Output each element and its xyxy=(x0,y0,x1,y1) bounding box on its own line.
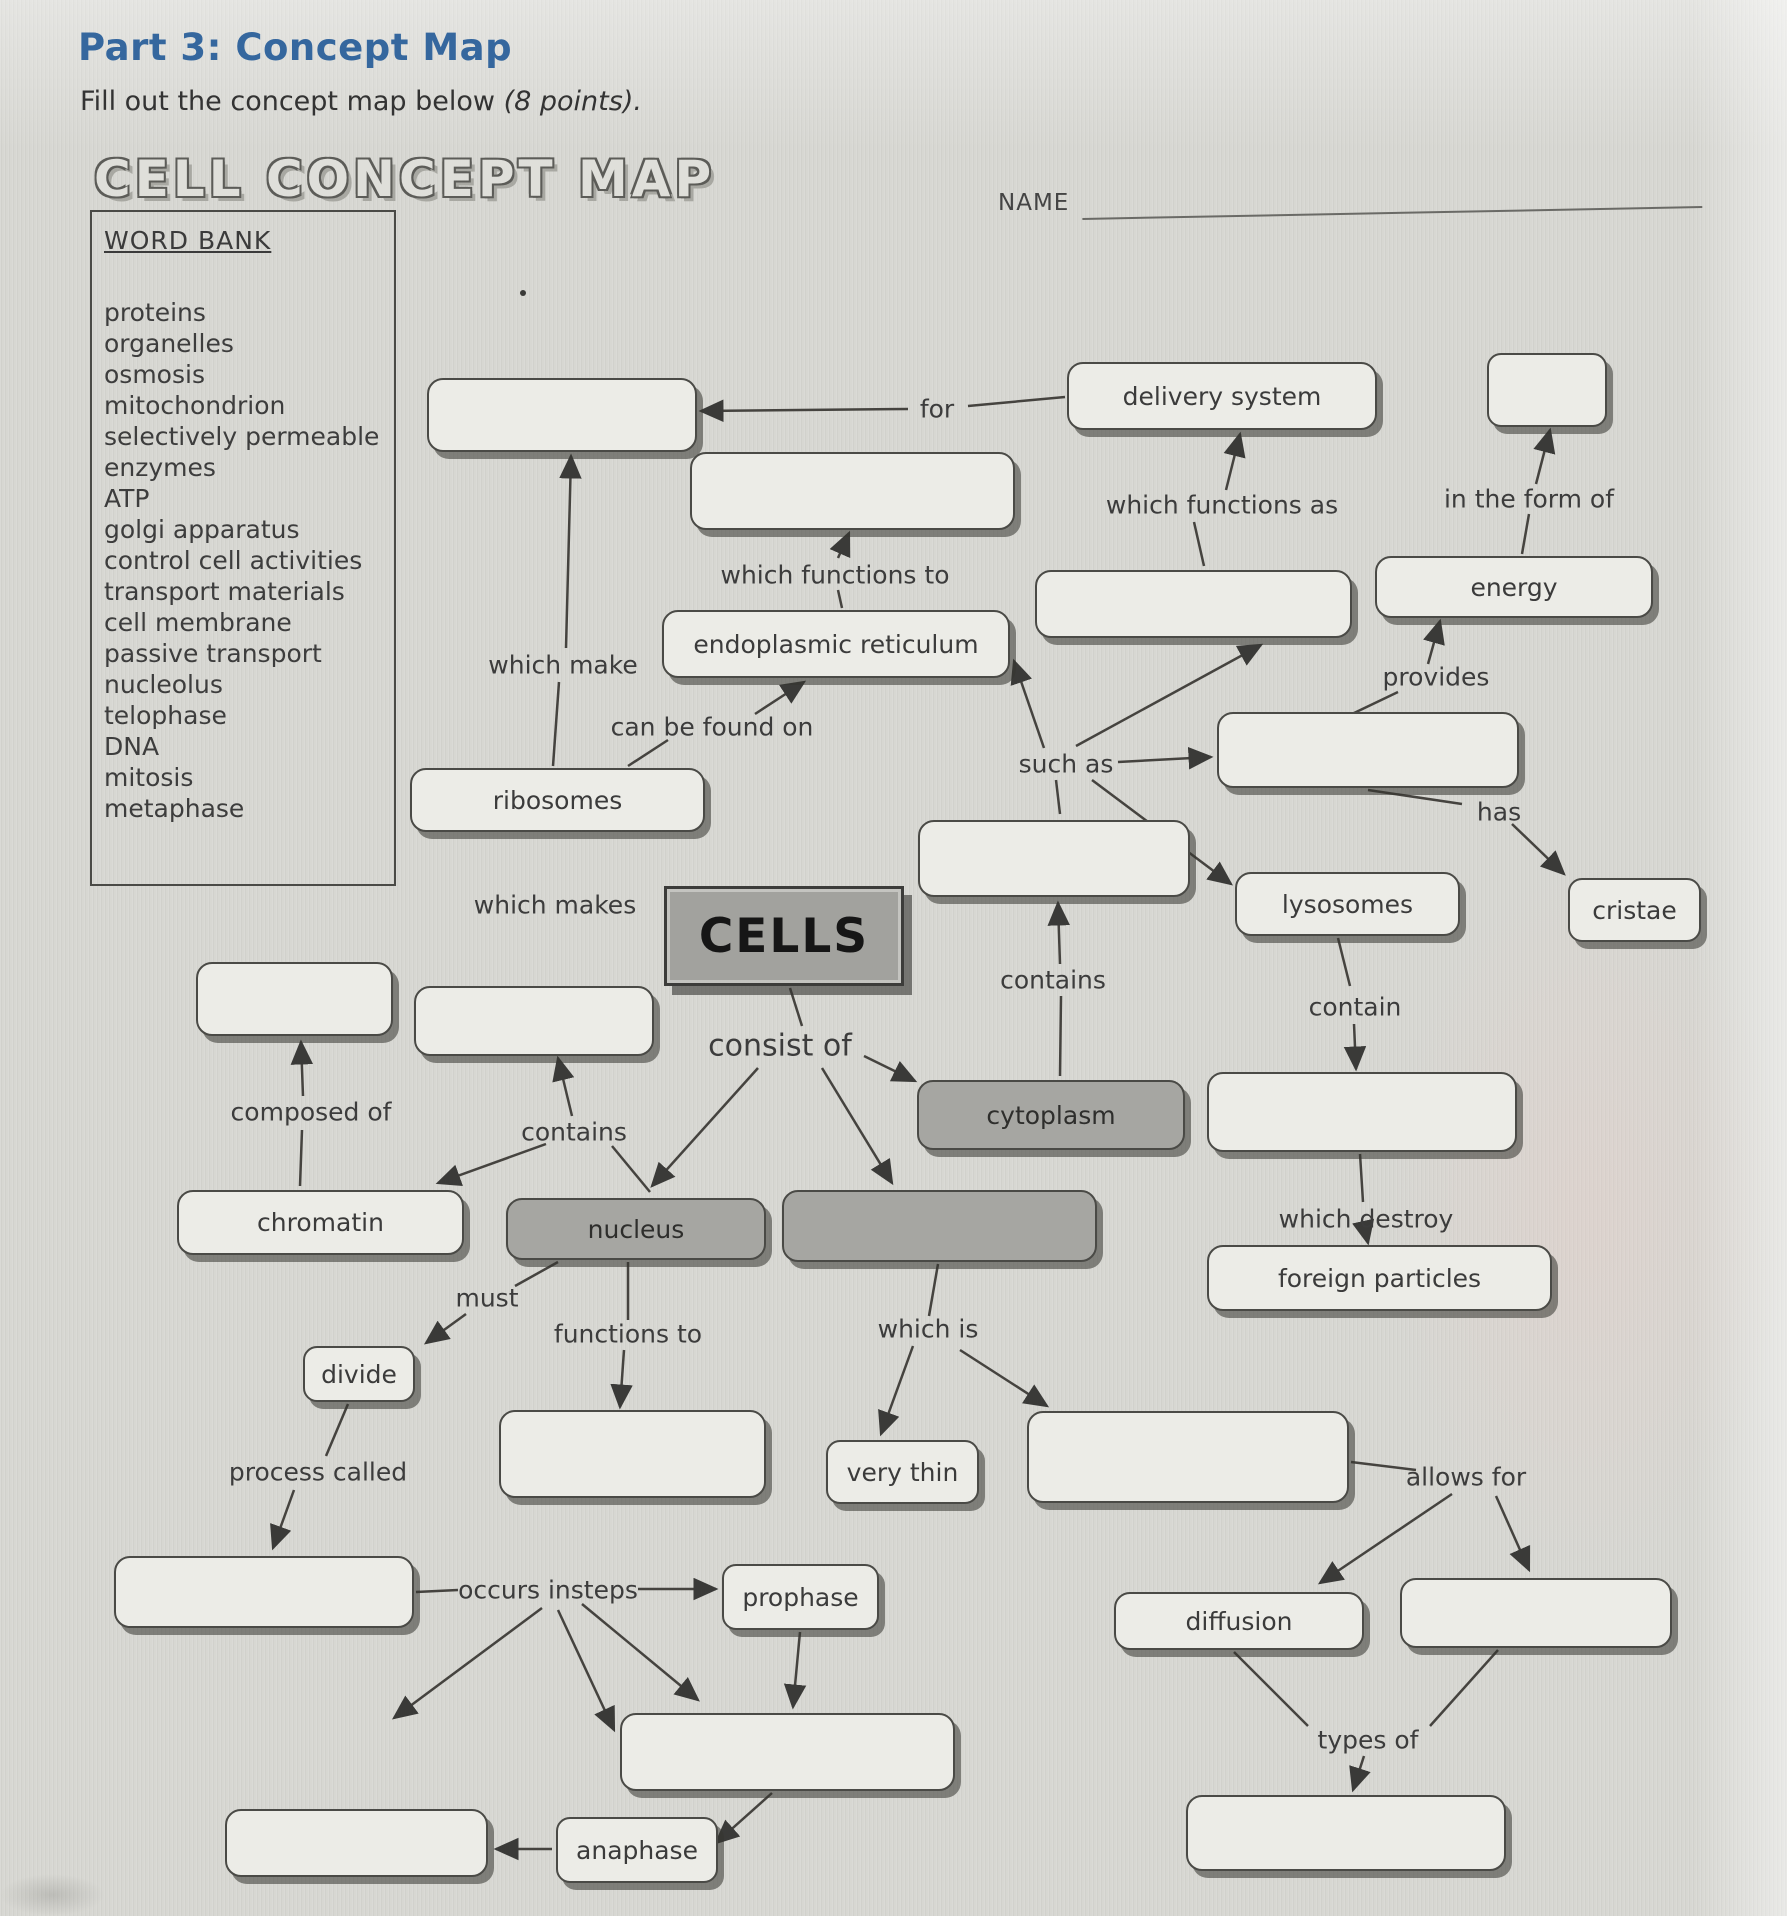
edge-label-contains-center: contains xyxy=(1000,965,1106,995)
word-bank-title: WORD BANK xyxy=(104,226,272,255)
node-divide: divide xyxy=(303,1346,415,1402)
blank-box-control-activities-slot[interactable] xyxy=(499,1410,766,1498)
edge-label-must: must xyxy=(455,1283,519,1313)
edge-label-such-as: such as xyxy=(1018,749,1114,779)
background-shading xyxy=(0,0,1787,150)
word-bank-item: enzymes xyxy=(104,453,216,482)
edge-label-has: has xyxy=(1476,797,1522,827)
node-chromatin: chromatin xyxy=(177,1190,464,1255)
background-shading xyxy=(1387,866,1787,1566)
instructions-main: Fill out the concept map below xyxy=(80,86,504,117)
node-energy: energy xyxy=(1375,556,1653,618)
blank-box-er-function-slot[interactable] xyxy=(690,452,1015,530)
node-nucleus: nucleus xyxy=(506,1198,766,1260)
node-prophase: prophase xyxy=(722,1564,879,1630)
points-value: (8 points). xyxy=(503,86,642,117)
edge-label-types-of: types of xyxy=(1317,1725,1419,1755)
node-cytoplasm: cytoplasm xyxy=(917,1080,1185,1150)
edge-label-process-called: process called xyxy=(228,1457,408,1487)
edge-label-contain: contain xyxy=(1308,992,1402,1022)
word-bank: WORD BANK proteins organelles osmosis mi… xyxy=(90,210,396,886)
edge-label-which-make: which make xyxy=(488,650,638,680)
edge-label-for: for xyxy=(919,394,955,424)
node-endoplasmic-reticulum: endoplasmic reticulum xyxy=(662,610,1010,678)
blank-box-osmosis-slot[interactable] xyxy=(1400,1578,1672,1648)
edge-label-composed-of: composed of xyxy=(230,1097,392,1127)
word-bank-item: telophase xyxy=(104,701,227,730)
node-cristae: cristae xyxy=(1568,878,1701,942)
node-lysosomes: lysosomes xyxy=(1235,872,1460,936)
name-label: NAME xyxy=(998,190,1070,216)
blank-box-passive-transport-slot[interactable] xyxy=(1186,1795,1506,1871)
node-very-thin: very thin xyxy=(826,1440,979,1504)
word-bank-item: passive transport xyxy=(104,639,322,668)
edge-label-consist-of: consist of xyxy=(708,1028,852,1064)
edge-label-allows-for: allows for xyxy=(1405,1462,1527,1492)
blank-box-nucleolus-slot[interactable] xyxy=(414,986,654,1056)
word-bank-item: osmosis xyxy=(104,360,205,389)
node-diffusion: diffusion xyxy=(1114,1592,1364,1650)
word-bank-item: DNA xyxy=(104,732,160,761)
node-cells: CELLS xyxy=(664,886,904,986)
map-title: CELL CONCEPT MAP xyxy=(94,150,716,208)
word-bank-list: proteins organelles osmosis mitochondrio… xyxy=(104,297,394,824)
instructions-text: Fill out the concept map below (8 points… xyxy=(80,86,642,117)
edge-label-which-destroy: which destroy xyxy=(1278,1204,1454,1234)
edge-label-which-functions-to: which functions to xyxy=(720,560,950,590)
stray-mark xyxy=(520,290,526,296)
word-bank-item: proteins xyxy=(104,298,206,327)
edge-label-which-functions-as: which functions as xyxy=(1105,490,1339,520)
node-delivery-system: delivery system xyxy=(1067,362,1377,430)
blank-box-selectively-permeable-slot[interactable] xyxy=(1027,1411,1349,1503)
blank-box-metaphase-slot[interactable] xyxy=(620,1713,955,1791)
name-input-line[interactable] xyxy=(1081,172,1703,220)
node-foreign-particles: foreign particles xyxy=(1207,1245,1552,1311)
word-bank-item: organelles xyxy=(104,329,234,358)
blank-box-telophase-slot[interactable] xyxy=(225,1809,488,1877)
blank-box-mitosis-slot[interactable] xyxy=(114,1556,414,1628)
blank-box-dna-slot[interactable] xyxy=(196,962,393,1036)
edge-label-contains-left: contains xyxy=(521,1117,627,1147)
blank-box-mitochondrion-slot[interactable] xyxy=(1217,712,1519,788)
word-bank-item: metaphase xyxy=(104,794,245,823)
edge-label-can-be-found-on: can be found on xyxy=(610,712,814,742)
word-bank-item: mitochondrion xyxy=(104,391,286,420)
edge-label-which-makes: which makes xyxy=(473,890,637,920)
edge-label-in-the-form-of: in the form of xyxy=(1443,484,1615,514)
word-bank-item: golgi apparatus xyxy=(104,515,300,544)
word-bank-item: control cell activities xyxy=(104,546,363,575)
node-anaphase: anaphase xyxy=(556,1817,718,1883)
blank-box-atp-slot[interactable] xyxy=(1487,353,1607,427)
blank-box-cell-membrane-slot[interactable] xyxy=(782,1190,1097,1262)
word-bank-item: nucleolus xyxy=(104,670,223,699)
blank-box-enzymes-slot[interactable] xyxy=(1207,1072,1517,1152)
edge-label-which-is: which is xyxy=(877,1314,979,1344)
blank-box-organelles-slot[interactable] xyxy=(918,820,1190,897)
blank-box-proteins-slot[interactable] xyxy=(427,378,697,452)
page-title: Part 3: Concept Map xyxy=(78,26,513,69)
word-bank-item: transport materials xyxy=(104,577,345,606)
blank-box-golgi-slot[interactable] xyxy=(1035,570,1352,638)
edge-label-functions-to: functions to xyxy=(553,1319,703,1349)
word-bank-item: ATP xyxy=(104,484,150,513)
word-bank-item: mitosis xyxy=(104,763,194,792)
word-bank-item: selectively permeable xyxy=(104,422,380,451)
edge-label-occurs-insteps: occurs insteps xyxy=(458,1575,638,1605)
background-shading xyxy=(1692,0,1787,1916)
edge-label-provides: provides xyxy=(1382,662,1490,692)
word-bank-item: cell membrane xyxy=(104,608,292,637)
node-ribosomes: ribosomes xyxy=(410,768,705,832)
